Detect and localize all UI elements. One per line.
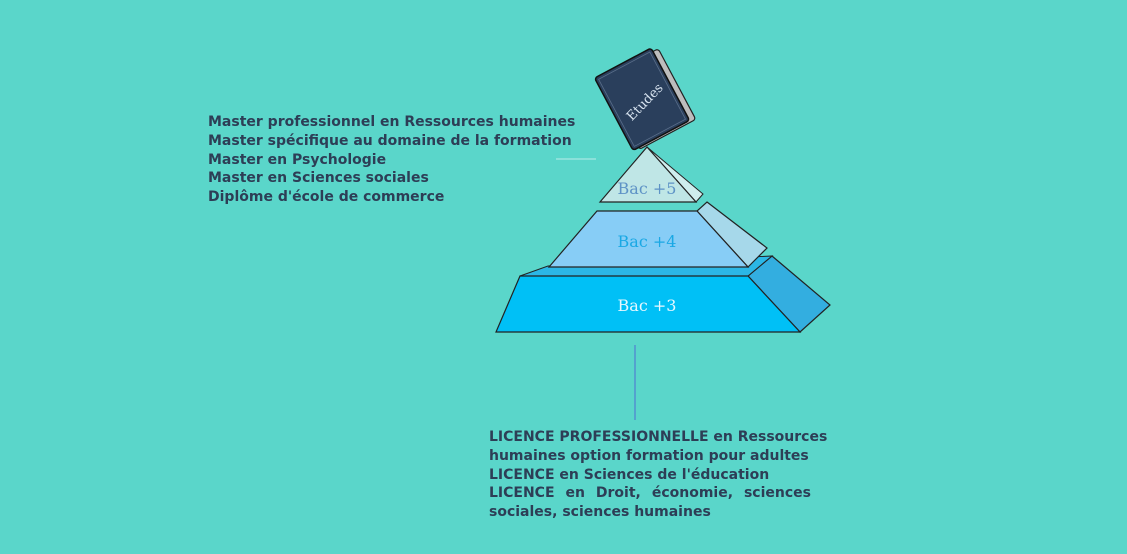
licence-line: LICENCE en Droit, économie, sciences bbox=[489, 485, 811, 502]
tier-bac-3-face bbox=[495, 275, 802, 333]
master-item: Master spécifique au domaine de la forma… bbox=[208, 132, 572, 149]
master-degrees-list: Master professionnel en Ressources humai… bbox=[208, 113, 576, 207]
tier-bac-5: Bac +5 bbox=[598, 146, 704, 203]
tier-bac-4-label: Bac +4 bbox=[618, 232, 677, 251]
tier-bac-5-face bbox=[598, 146, 698, 203]
licence-line: LICENCE en Sciences de l'éducation bbox=[489, 466, 770, 483]
tier-bac-4-face bbox=[547, 210, 750, 268]
licence-line: sociales, sciences humaines bbox=[489, 504, 711, 521]
licence-degrees-list: LICENCE PROFESSIONNELLE en Ressources hu… bbox=[489, 428, 828, 522]
licence-line: humaines option formation pour adultes bbox=[489, 447, 809, 464]
tier-bac-3-label: Bac +3 bbox=[618, 296, 677, 315]
master-item: Master professionnel en Ressources humai… bbox=[208, 114, 576, 130]
licence-line: LICENCE PROFESSIONNELLE en Ressources bbox=[489, 429, 828, 445]
master-item: Master en Sciences sociales bbox=[208, 170, 429, 187]
tier-bac-5-label: Bac +5 bbox=[618, 179, 677, 198]
master-item: Master en Psychologie bbox=[208, 151, 387, 168]
master-item: Diplôme d'école de commerce bbox=[208, 189, 445, 206]
book-icon: Etudes bbox=[594, 48, 696, 151]
tier-bac-4: Bac +4 bbox=[547, 201, 768, 268]
